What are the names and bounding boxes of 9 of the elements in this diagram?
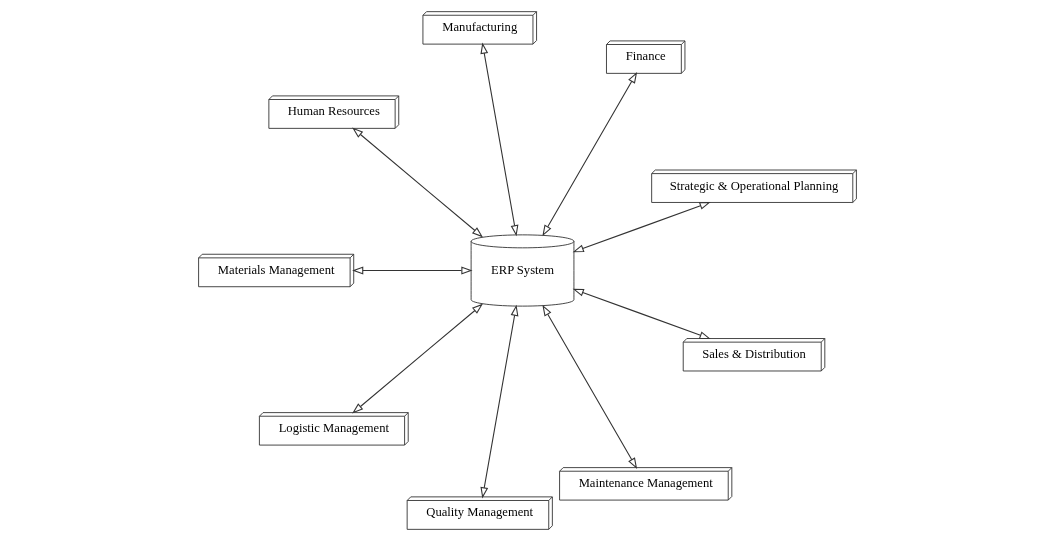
- arrow: [479, 304, 518, 499]
- arrow: [572, 288, 711, 339]
- arrow: [351, 127, 483, 238]
- arrow: [479, 42, 518, 237]
- arrow: [572, 202, 711, 253]
- arrow: [541, 71, 637, 237]
- arrow: [351, 266, 472, 275]
- arrow: [541, 304, 637, 470]
- arrow: [351, 303, 483, 414]
